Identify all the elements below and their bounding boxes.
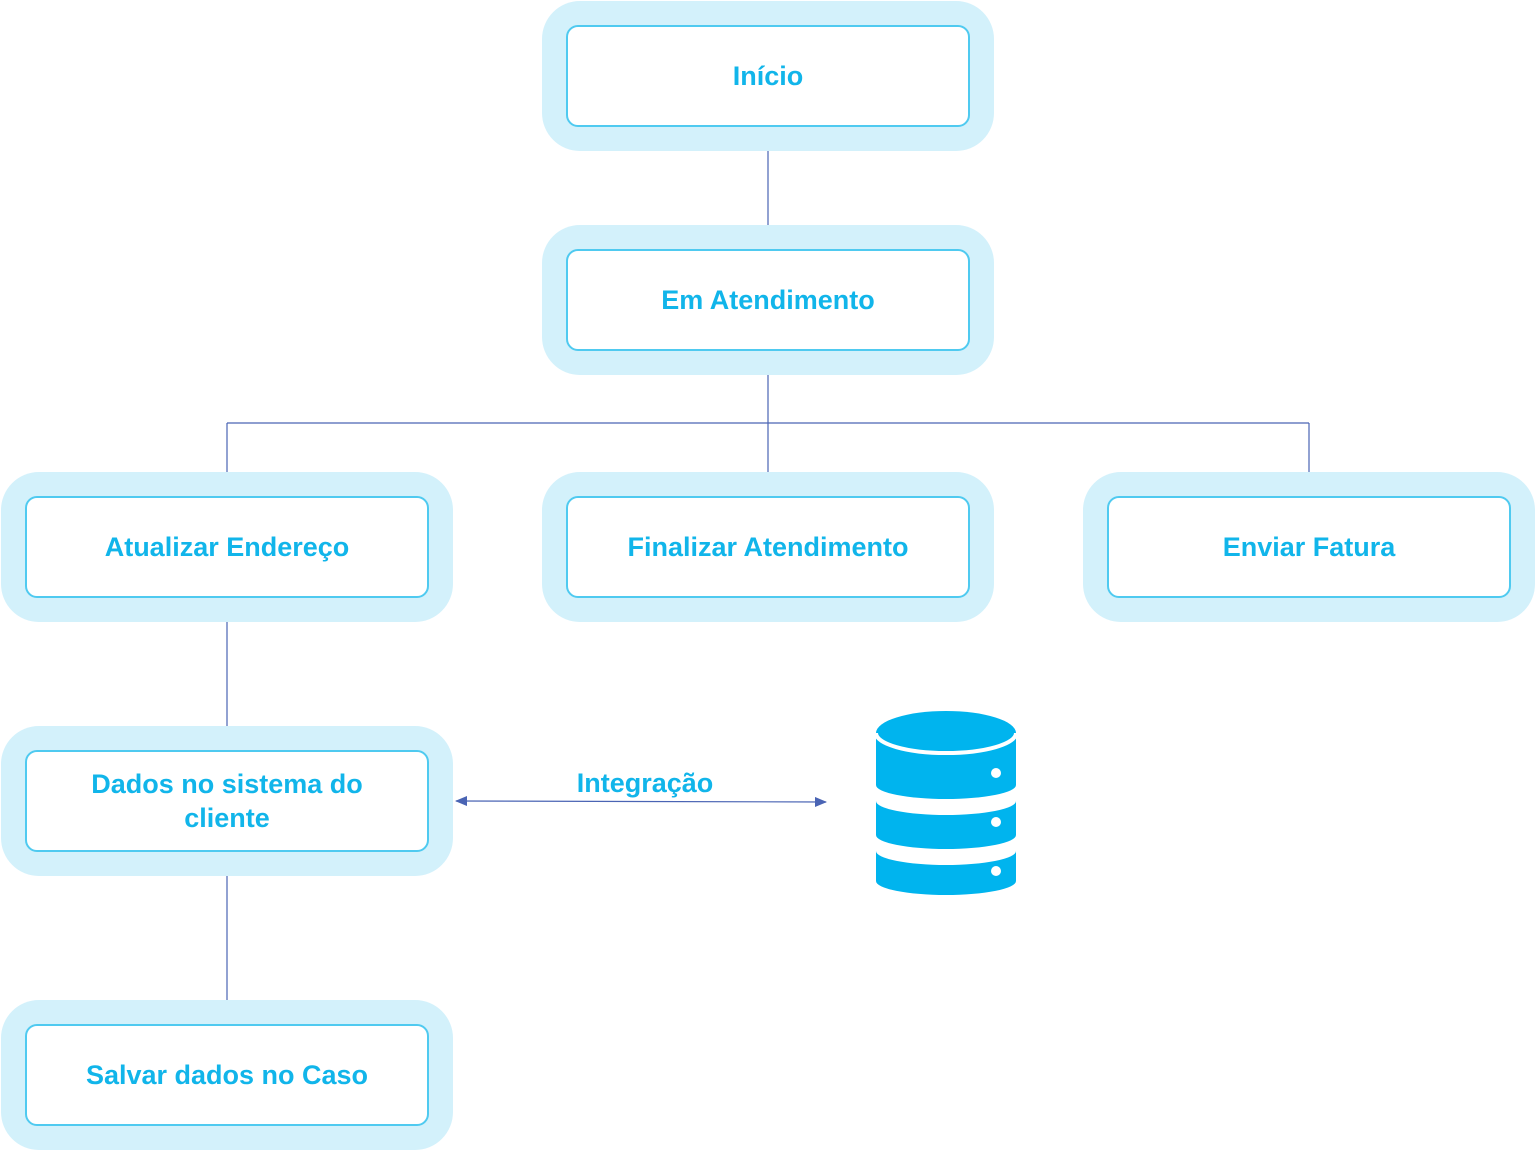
node-finish-service-box: Finalizar Atendimento	[566, 496, 970, 598]
node-client-data: Dados no sistema do cliente	[1, 726, 453, 876]
database-icon	[874, 711, 1018, 895]
node-update-address: Atualizar Endereço	[1, 472, 453, 622]
node-send-invoice-label: Enviar Fatura	[1222, 532, 1396, 562]
node-update-address-box: Atualizar Endereço	[25, 496, 429, 598]
node-in-service-box: Em Atendimento	[566, 249, 970, 351]
node-in-service-label: Em Atendimento	[661, 285, 875, 315]
node-start-label: Início	[732, 61, 804, 91]
node-update-address-label: Atualizar Endereço	[104, 532, 350, 562]
node-save-case: Salvar dados no Caso	[1, 1000, 453, 1150]
node-client-data-label: Dados no sistema do cliente	[91, 769, 363, 833]
integration-arrow	[455, 796, 827, 807]
node-start-box: Início	[566, 25, 970, 127]
integration-label: Integração	[576, 768, 714, 798]
node-send-invoice-box: Enviar Fatura	[1107, 496, 1511, 598]
node-save-case-label: Salvar dados no Caso	[85, 1060, 369, 1090]
node-finish-service: Finalizar Atendimento	[542, 472, 994, 622]
node-send-invoice: Enviar Fatura	[1083, 472, 1535, 622]
node-client-data-box: Dados no sistema do cliente	[25, 750, 429, 852]
node-start: Início	[542, 1, 994, 151]
node-in-service: Em Atendimento	[542, 225, 994, 375]
node-finish-service-label: Finalizar Atendimento	[627, 532, 909, 562]
node-save-case-box: Salvar dados no Caso	[25, 1024, 429, 1126]
